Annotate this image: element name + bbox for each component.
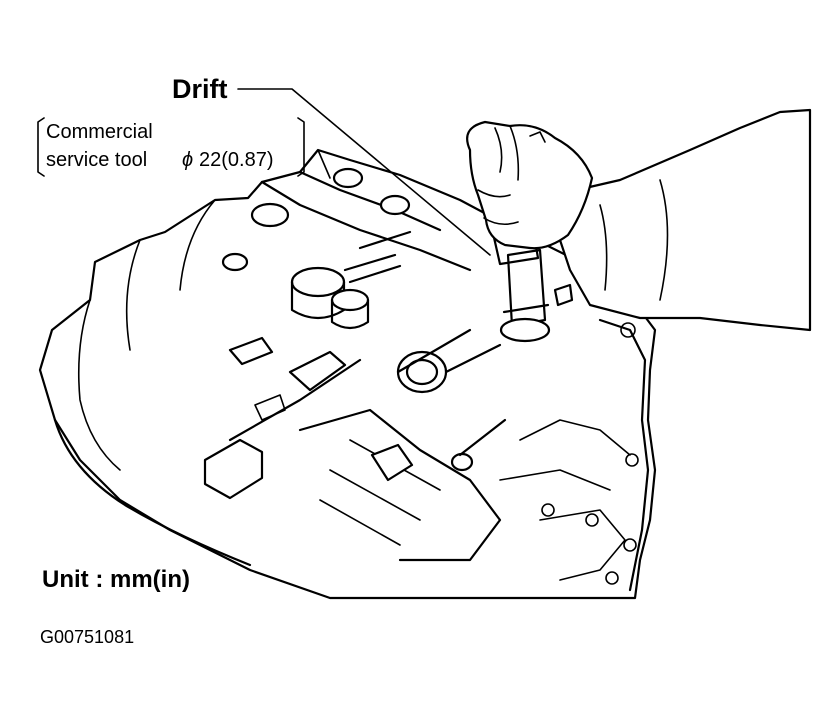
commercial-label-line1: Commercial: [46, 121, 153, 143]
transmission-case-illustration: [38, 148, 657, 600]
label-bracket-left: [37, 117, 45, 177]
phi-symbol: ϕ: [182, 149, 193, 171]
drift-leader-line: [237, 88, 491, 256]
unit-label: Unit : mm(in): [42, 566, 190, 593]
figure-id-label: G00751081: [40, 627, 134, 647]
hand-holding-drift-icon: [466, 108, 812, 343]
tool-size-label: 22(0.87): [199, 149, 274, 171]
drift-label: Drift: [172, 74, 228, 104]
label-bracket-right: [297, 117, 305, 177]
commercial-label-line2: service tool: [46, 149, 147, 171]
